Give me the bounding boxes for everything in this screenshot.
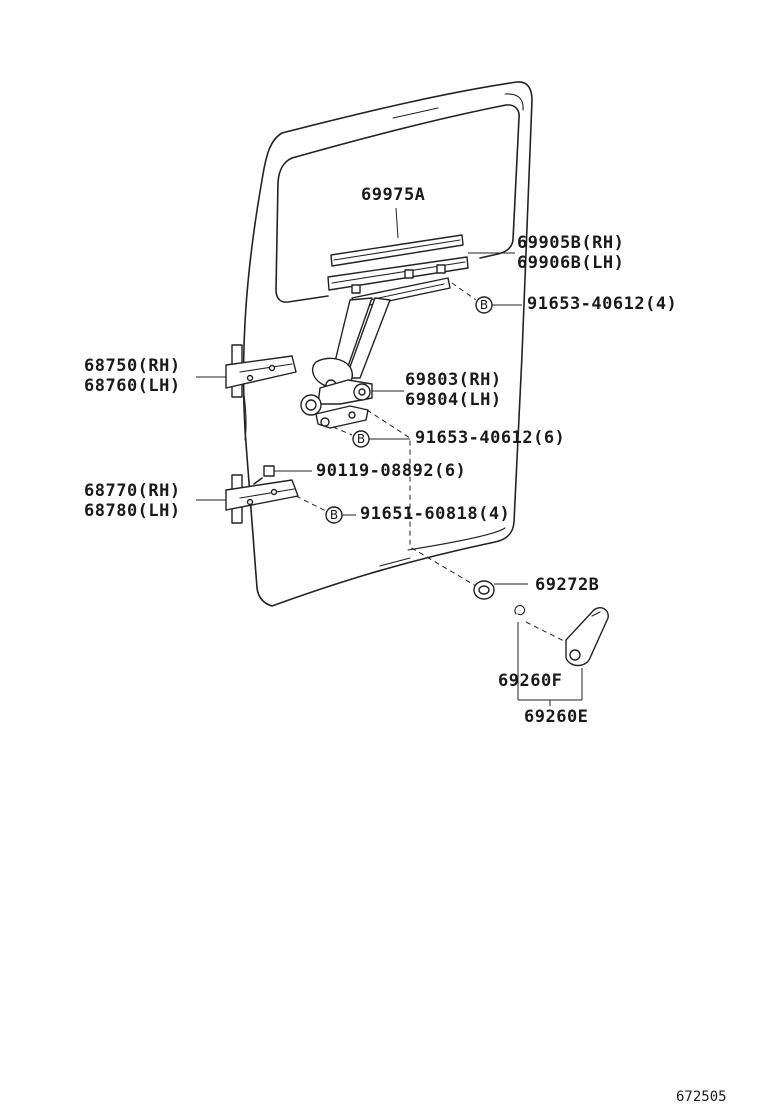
lower-hinge xyxy=(225,474,299,524)
label-channel-lh: 69906B(LH) xyxy=(517,253,624,273)
callout-letter: B xyxy=(480,298,488,312)
callout-letter: B xyxy=(330,508,338,522)
label-upper-hinge-lh: 68760(LH) xyxy=(84,376,181,396)
label-channel-rh: 69905B(RH) xyxy=(517,233,624,253)
upper-hinge xyxy=(225,344,297,398)
callout-b-hinge: B xyxy=(295,495,356,524)
label-regulator-lh: 69804(LH) xyxy=(405,390,502,410)
window-handle xyxy=(565,607,609,667)
leader-guide-rail xyxy=(395,207,399,239)
handle-bracket xyxy=(517,622,583,706)
callout-b-regulator: B xyxy=(332,426,410,448)
label-upper-hinge-rh: 68750(RH) xyxy=(84,356,181,376)
label-channel-bolt: 91653-40612(4) xyxy=(527,294,677,314)
hinge-screw xyxy=(253,465,312,485)
regulator-dash-path xyxy=(366,409,477,587)
label-lower-hinge-rh: 68770(RH) xyxy=(84,481,181,501)
window-regulator xyxy=(300,277,451,429)
handle-clip xyxy=(514,605,567,643)
label-handle-assy: 69260E xyxy=(524,707,588,727)
label-regulator-bolt: 91653-40612(6) xyxy=(415,428,565,448)
label-handle-clip: 69260F xyxy=(498,671,562,691)
guide-rail-lower xyxy=(327,256,469,294)
callout-letter: B xyxy=(357,432,365,446)
label-handle-plate: 69272B xyxy=(535,575,599,595)
label-regulator-rh: 69803(RH) xyxy=(405,370,502,390)
label-lower-hinge-lh: 68780(LH) xyxy=(84,501,181,521)
diagram-id: 672505 xyxy=(676,1089,727,1105)
door-panel xyxy=(242,81,533,607)
label-guide-rail: 69975A xyxy=(361,185,425,205)
guide-rail-upper xyxy=(330,234,464,267)
callout-b-channel: B xyxy=(451,282,522,314)
handle-plate xyxy=(473,580,528,600)
label-hinge-bolt: 91651-60818(4) xyxy=(360,504,510,524)
label-hinge-screw: 90119-08892(6) xyxy=(316,461,466,481)
